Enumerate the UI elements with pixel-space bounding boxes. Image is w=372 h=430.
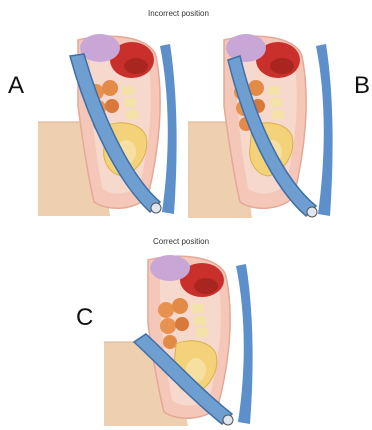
panel-label-b: B <box>354 74 370 98</box>
organ-purple <box>150 255 190 281</box>
seat-back <box>236 264 253 424</box>
caption-incorrect-position: Incorrect position <box>148 9 209 18</box>
panel-label-c: C <box>76 306 93 330</box>
panel-b-illustration <box>188 26 338 218</box>
organ-purple <box>226 34 266 62</box>
panel-a-illustration <box>38 26 178 216</box>
seat-back <box>160 44 177 214</box>
organ-purple <box>80 34 120 62</box>
seat-back <box>316 44 333 216</box>
panel-label-a: A <box>8 74 24 98</box>
panel-c-illustration <box>104 250 264 426</box>
caption-correct-position: Correct position <box>153 237 209 246</box>
